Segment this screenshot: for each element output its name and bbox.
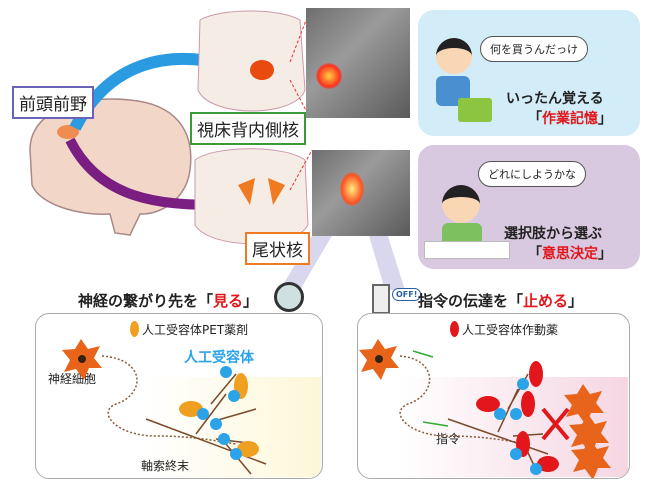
working-memory-term: 「作業記憶」 xyxy=(528,111,612,127)
coronal-slice-bottom xyxy=(194,148,309,245)
thought-bubble: どれにしようかな xyxy=(478,161,586,187)
neuron-diagram xyxy=(359,339,611,478)
magnifier-icon xyxy=(274,282,304,312)
pet-tracer-icon xyxy=(130,321,139,337)
decision-term: 「意思決定」 xyxy=(528,246,612,262)
panel-pet-imaging: 人工受容体PET薬剤 人工受容体 神経細胞 軸索終末 xyxy=(35,313,323,479)
heading-see: 神経の繋がり先を「見る」 xyxy=(78,292,259,310)
label-md-thalamus: 視床背内側核 xyxy=(190,112,306,145)
block-x-icon xyxy=(541,407,570,441)
mri-image-caudate xyxy=(312,150,410,236)
decision-desc: 選択肢から選ぶ xyxy=(504,226,602,242)
mri-image-thalamus xyxy=(306,8,410,118)
panel-decision-making: どれにしようかな 選択肢から選ぶ 「意思決定」 xyxy=(418,145,640,269)
panel-silencing: 人工受容体作動薬 指令 xyxy=(357,313,630,479)
agonist-icon xyxy=(450,321,459,337)
label-caudate: 尾状核 xyxy=(245,232,310,265)
label-axon-terminal: 軸索終末 xyxy=(141,459,190,473)
label-prefrontal-cortex: 前頭前野 xyxy=(12,86,94,119)
label-artificial-receptor: 人工受容体 xyxy=(184,350,254,366)
basket-icon xyxy=(458,98,492,122)
panel-working-memory: 何を買うんだっけ いったん覚える 「作業記憶」 xyxy=(418,10,640,136)
brain-lateral xyxy=(29,98,192,236)
off-label: OFF! xyxy=(392,288,422,301)
legend-pet-tracer: 人工受容体PET薬剤 xyxy=(142,323,249,337)
legend-agonist: 人工受容体作動薬 xyxy=(462,323,559,337)
heading-stop: 指令の伝達を「止める」 xyxy=(418,292,584,310)
working-memory-desc: いったん覚える xyxy=(506,91,604,107)
food-tray xyxy=(424,241,510,259)
boy-illustration xyxy=(442,185,480,223)
neuron-diagram xyxy=(62,339,267,475)
coronal-slice-top xyxy=(197,10,306,112)
boy-illustration xyxy=(436,38,472,74)
thought-bubble: 何を買うんだっけ xyxy=(480,36,588,62)
switch-icon xyxy=(372,284,390,314)
